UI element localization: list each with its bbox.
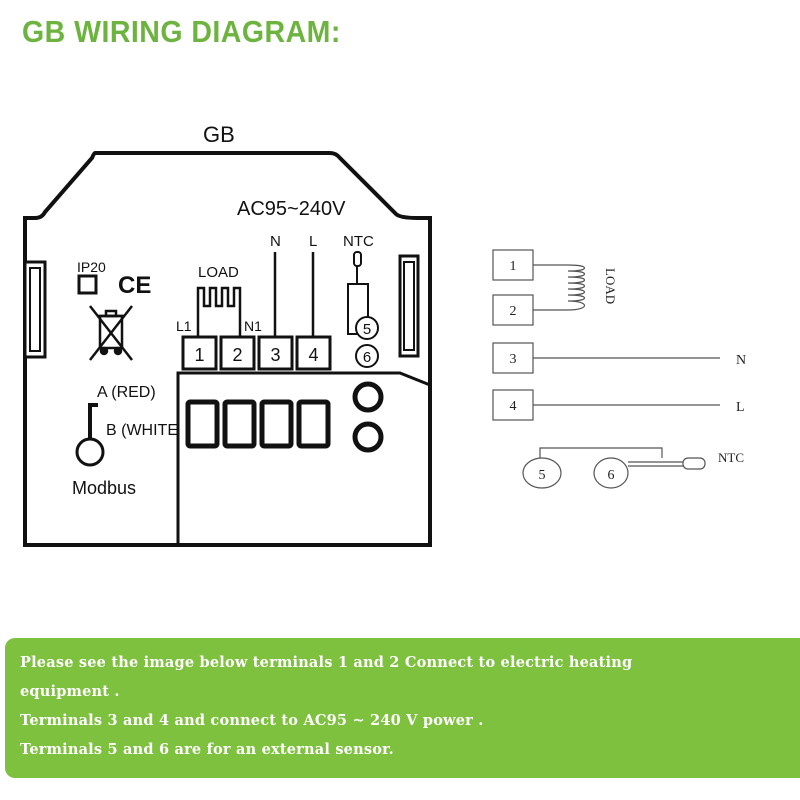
- schematic-labels: 1 2 3 4 LOAD N L 5 6 NTC: [510, 259, 747, 483]
- instructions-panel: Please see the image below terminals 1 a…: [5, 638, 800, 778]
- ip20-square-icon: [77, 274, 98, 295]
- right-clip: [398, 254, 420, 358]
- ntc-label: NTC: [343, 233, 374, 250]
- instruction-line-4: Terminals 5 and 6 are for an external se…: [20, 741, 394, 758]
- modbus-label: Modbus: [72, 478, 136, 498]
- terminal-6-label: 6: [363, 349, 371, 366]
- modbus-connector-icon: [75, 403, 105, 467]
- schematic-ntc-label: NTC: [718, 450, 744, 465]
- lower-housing-edge: [176, 371, 431, 545]
- screw-slots: [185, 381, 384, 453]
- instruction-line-2: equipment .: [20, 683, 120, 700]
- l-label: L: [309, 233, 317, 250]
- schematic-load-label: LOAD: [603, 268, 618, 304]
- gb-label: GB: [203, 122, 235, 147]
- schematic-terminal-2-label: 2: [510, 304, 517, 319]
- n-label: N: [270, 233, 281, 250]
- schematic-terminal-3-label: 3: [510, 352, 517, 367]
- n1-label: N1: [244, 318, 262, 334]
- load-label: LOAD: [198, 264, 239, 281]
- schematic-terminal-5-label: 5: [539, 468, 546, 483]
- wiring-diagram: GB AC95~240V IP20 CE LOAD L1 N1 N L NTC: [23, 122, 747, 547]
- ip20-label: IP20: [77, 259, 106, 275]
- instruction-line-3: Terminals 3 and 4 and connect to AC95 ~ …: [20, 712, 484, 729]
- modbus-b-label: B (WHITE: [106, 422, 178, 439]
- modbus-a-label: A (RED): [97, 384, 156, 401]
- schematic-l-label: L: [736, 400, 745, 415]
- voltage-label: AC95~240V: [237, 198, 346, 220]
- wiring-schematic: [492, 249, 720, 489]
- weee-bin-icon: [89, 305, 133, 361]
- terminal-5-label: 5: [363, 321, 371, 338]
- l1-label: L1: [176, 318, 192, 334]
- page-title: GB WIRING DIAGRAM:: [22, 14, 341, 49]
- schematic-n-label: N: [736, 353, 746, 368]
- terminal-1-label: 1: [194, 345, 204, 365]
- schematic-terminal-6-label: 6: [608, 468, 615, 483]
- terminal-3-label: 3: [270, 345, 280, 365]
- ce-mark-icon: CE: [118, 272, 151, 299]
- terminal-2-label: 2: [232, 345, 242, 365]
- heating-element-icon: [196, 286, 242, 337]
- sensor-terminals: 5 6: [355, 316, 379, 368]
- schematic-terminal-1-label: 1: [510, 259, 517, 274]
- terminal-4-label: 4: [308, 345, 318, 365]
- left-clip: [23, 260, 47, 359]
- schematic-terminal-4-label: 4: [510, 399, 517, 414]
- thermostat-back-panel: GB AC95~240V IP20 CE LOAD L1 N1 N L NTC: [23, 122, 432, 547]
- instruction-line-1: Please see the image below terminals 1 a…: [20, 654, 633, 671]
- terminal-block: 1 2 3 4: [181, 335, 332, 371]
